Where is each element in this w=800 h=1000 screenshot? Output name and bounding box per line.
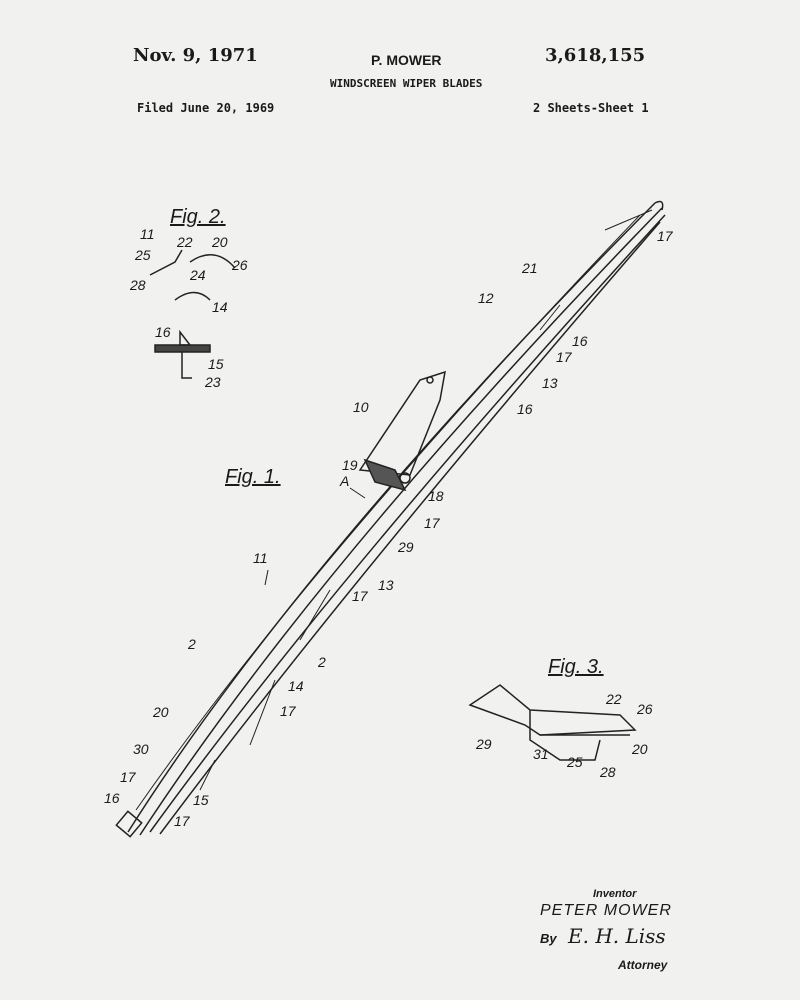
ref-numeral: 25 <box>135 247 151 263</box>
sheet-info: 2 Sheets-Sheet 1 <box>533 101 649 115</box>
ref-numeral: 29 <box>476 736 492 752</box>
ref-numeral: 29 <box>398 539 414 555</box>
ref-numeral: 17 <box>657 228 673 244</box>
ref-numeral: 11 <box>140 226 155 242</box>
patent-date: Nov. 9, 1971 <box>133 45 258 66</box>
ref-numeral: 26 <box>637 701 653 717</box>
ref-numeral: 17 <box>120 769 136 785</box>
ref-numeral: 13 <box>378 577 394 593</box>
ref-numeral: 16 <box>155 324 171 340</box>
ref-numeral: 2 <box>188 636 196 652</box>
ref-numeral: 16 <box>572 333 588 349</box>
ref-numeral: 31 <box>533 746 549 762</box>
ref-numeral: 17 <box>424 515 440 531</box>
ref-numeral: 24 <box>190 267 206 283</box>
attorney-signature: E. H. Liss <box>568 924 666 948</box>
ref-numeral: 10 <box>353 399 369 415</box>
ref-numeral: 26 <box>232 257 248 273</box>
ref-numeral: 16 <box>517 401 533 417</box>
ref-numeral: 28 <box>600 764 616 780</box>
ref-numeral: 18 <box>428 488 444 504</box>
inventor-label: Inventor <box>593 888 637 900</box>
ref-numeral: 11 <box>253 550 268 566</box>
inventor-short: P. MOWER <box>371 52 442 68</box>
wiper-blade-drawing <box>115 200 666 838</box>
ref-numeral: 20 <box>632 741 648 757</box>
ref-numeral: 15 <box>193 792 209 808</box>
ref-numeral: 17 <box>280 703 296 719</box>
ref-numeral: 28 <box>130 277 146 293</box>
fig3-drawing <box>468 684 637 761</box>
fig2-drawing <box>149 249 236 379</box>
ref-numeral: 25 <box>567 754 583 770</box>
ref-numeral: 22 <box>606 691 622 707</box>
by-label: By <box>540 931 557 946</box>
ref-numeral: 22 <box>177 234 193 250</box>
filed-date: Filed June 20, 1969 <box>137 101 275 115</box>
ref-numeral: 21 <box>522 260 538 276</box>
patent-number: 3,618,155 <box>545 45 646 66</box>
ref-numeral: A <box>340 473 350 489</box>
attorney-label: Attorney <box>618 958 668 972</box>
patent-title: WINDSCREEN WIPER BLADES <box>330 77 483 90</box>
ref-numeral: 16 <box>104 790 120 806</box>
fig1-title: Fig. 1. <box>225 466 281 488</box>
ref-numeral: 15 <box>208 356 224 372</box>
ref-numeral: 17 <box>174 813 190 829</box>
ref-numeral: 2 <box>318 654 326 670</box>
ref-numeral: 30 <box>133 741 149 757</box>
ref-numeral: 14 <box>212 299 228 315</box>
ref-numeral: 20 <box>153 704 169 720</box>
fig3-title: Fig. 3. <box>548 656 604 678</box>
ref-numeral: 20 <box>212 234 228 250</box>
inventor-name: PETER MOWER <box>540 902 672 919</box>
ref-numeral: 12 <box>478 290 494 306</box>
ref-numeral: 13 <box>542 375 558 391</box>
fig2-title: Fig. 2. <box>170 206 226 228</box>
ref-numeral: 17 <box>556 349 572 365</box>
ref-numeral: 23 <box>205 374 221 390</box>
ref-numeral: 17 <box>352 588 368 604</box>
ref-numeral: 14 <box>288 678 304 694</box>
ref-numeral: 19 <box>342 457 358 473</box>
